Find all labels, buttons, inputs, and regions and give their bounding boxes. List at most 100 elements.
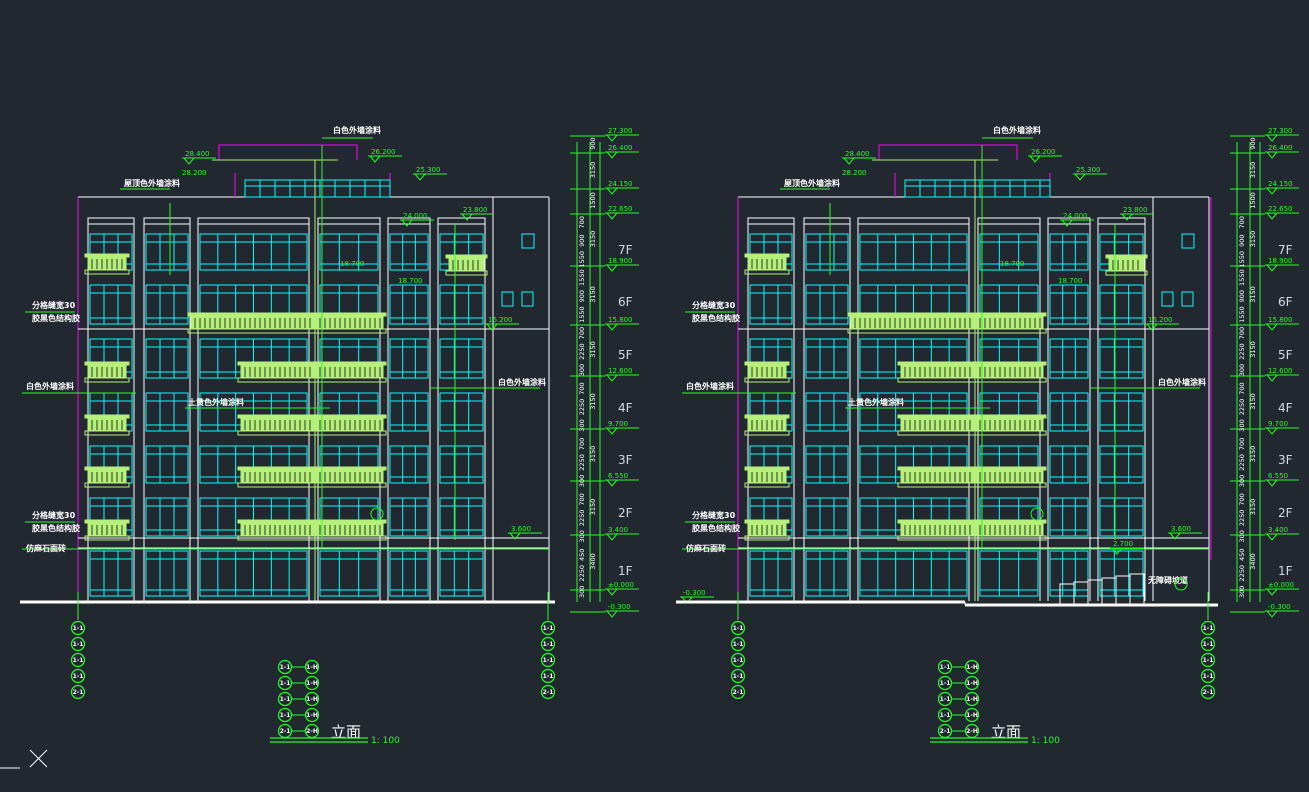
level-label: 18.900: [1268, 257, 1293, 265]
level-label: 22.650: [608, 205, 633, 213]
level-triangle-icon: [401, 219, 413, 227]
dimension-text: 300: [578, 364, 586, 376]
balcony-base: [84, 482, 130, 488]
dimension-text: 2250: [578, 399, 586, 416]
axis-bubble-label: 1-1: [1203, 641, 1214, 648]
dimension-text: 300: [1238, 364, 1246, 376]
dimension-text: 2250: [1238, 510, 1246, 527]
dimension-text: 700: [1238, 327, 1246, 339]
bay-head: [1097, 217, 1146, 225]
balcony-base: [847, 328, 1047, 334]
level-triangle-icon: [1266, 264, 1278, 272]
window: [805, 445, 849, 484]
small-window: [521, 233, 535, 249]
balcony-base: [84, 535, 130, 541]
dimension-text: 300: [578, 419, 586, 431]
window: [145, 233, 189, 271]
window: [1099, 497, 1144, 537]
elevation-sheet-1[interactable]: 白色外墙涂料屋顶色外墙涂料分格缝宽30胶黑色结构胶白色外墙涂料土黄色外墙涂料白色…: [20, 125, 639, 746]
level-triangle-icon: [606, 479, 618, 487]
axis-pair-label: 1-H: [306, 712, 318, 719]
roof-room-edge: [894, 173, 1051, 197]
level-triangle-icon: [461, 213, 473, 221]
balcony-base: [897, 430, 1047, 436]
axis-bubble: [1200, 668, 1216, 684]
axis-pair-label: 1-H: [966, 680, 978, 687]
axis-bubble: [540, 636, 556, 652]
roof-window: [904, 179, 1051, 198]
dimension-text: 1550: [578, 306, 586, 323]
small-window: [521, 291, 534, 307]
dimension-text: 3150: [1249, 393, 1257, 410]
level-label: 26.200: [371, 148, 396, 156]
level-label: 24.150: [1268, 180, 1293, 188]
level-label: 3.400: [608, 526, 628, 534]
axis-bubble: [730, 652, 746, 668]
bay-head: [977, 217, 1041, 225]
axis-pair-label: 1-1: [940, 696, 951, 703]
dimension-text: 700: [578, 493, 586, 505]
elevation-sheet-2[interactable]: 白色外墙涂料屋顶色外墙涂料分格缝宽30胶黑色结构胶白色外墙涂料土黄色外墙涂料白色…: [676, 125, 1299, 746]
note-yellow: 土黄色外墙涂料: [188, 397, 244, 407]
axis-pair-bubble: [304, 659, 320, 675]
dimension-text: 2250: [1238, 399, 1246, 416]
window: [1049, 284, 1089, 325]
drawing-title: 立面: [991, 723, 1021, 741]
bay-head: [197, 217, 310, 225]
balcony-base: [1105, 270, 1148, 276]
axis-pair-label: 2-H: [306, 728, 318, 735]
dimension-text: 900: [1238, 235, 1246, 247]
window: [749, 284, 793, 325]
level-triangle-icon: [369, 155, 381, 163]
axis-pair-label: 1-H: [966, 696, 978, 703]
level-triangle-icon: [1266, 533, 1278, 541]
axis-bubble-label: 1-1: [543, 673, 554, 680]
axis-pair-bubble: [304, 675, 320, 691]
axis-pair-label: 1-H: [306, 680, 318, 687]
dimension-text: 300: [1238, 586, 1246, 598]
axis-bubble-label: 1-1: [733, 625, 744, 632]
dimension-text: 2250: [578, 510, 586, 527]
balcony-base: [744, 377, 790, 383]
floor-label: 5F: [1278, 348, 1293, 362]
level-triangle-icon: [1266, 151, 1278, 159]
level-triangle-icon: [1266, 479, 1278, 487]
axis-bubble-label: 1-1: [1203, 625, 1214, 632]
level-triangle-icon: [183, 157, 195, 165]
dimension-text: 300: [1238, 475, 1246, 487]
note-sealant: 胶黑色结构胶: [32, 313, 80, 323]
axis-pair-bubble: [277, 659, 293, 675]
axis-bubble: [540, 652, 556, 668]
dimension-text: 3150: [1249, 499, 1257, 516]
level-label: 9.700: [1268, 420, 1288, 428]
level-triangle-icon: [606, 610, 618, 618]
level-label: ±0.000: [608, 581, 634, 589]
level-label: -0.300: [683, 589, 706, 597]
level-triangle-icon: [486, 323, 498, 331]
level-label: 23.800: [1123, 206, 1148, 214]
axis-pair-label: 2-1: [940, 728, 951, 735]
level-label: 24.000: [403, 212, 428, 220]
axis-pair-bubble: [937, 675, 953, 691]
window: [1099, 392, 1144, 432]
axis-pair-bubble: [304, 691, 320, 707]
axis-pair-label: 1-1: [280, 664, 291, 671]
axis-pair-bubble: [277, 691, 293, 707]
level-triangle-icon: [1169, 532, 1181, 540]
level-triangle-icon: [1111, 547, 1123, 555]
axis-bubble-label: 1-1: [73, 673, 84, 680]
level-label: 22.650: [1268, 205, 1293, 213]
bay-head: [857, 217, 970, 225]
dimension-text: 1550: [1238, 269, 1246, 286]
window: [1049, 550, 1089, 597]
axis-pair-bubble: [277, 707, 293, 723]
note-top: 白色外墙涂料: [333, 125, 381, 135]
ramp-note: 无障碍坡道: [1147, 575, 1188, 585]
window: [389, 284, 429, 325]
axis-pair-label: 2-H: [966, 728, 978, 735]
balcony: [900, 417, 1044, 432]
balcony: [900, 364, 1044, 379]
note-joint: 分格缝宽30: [692, 300, 736, 310]
